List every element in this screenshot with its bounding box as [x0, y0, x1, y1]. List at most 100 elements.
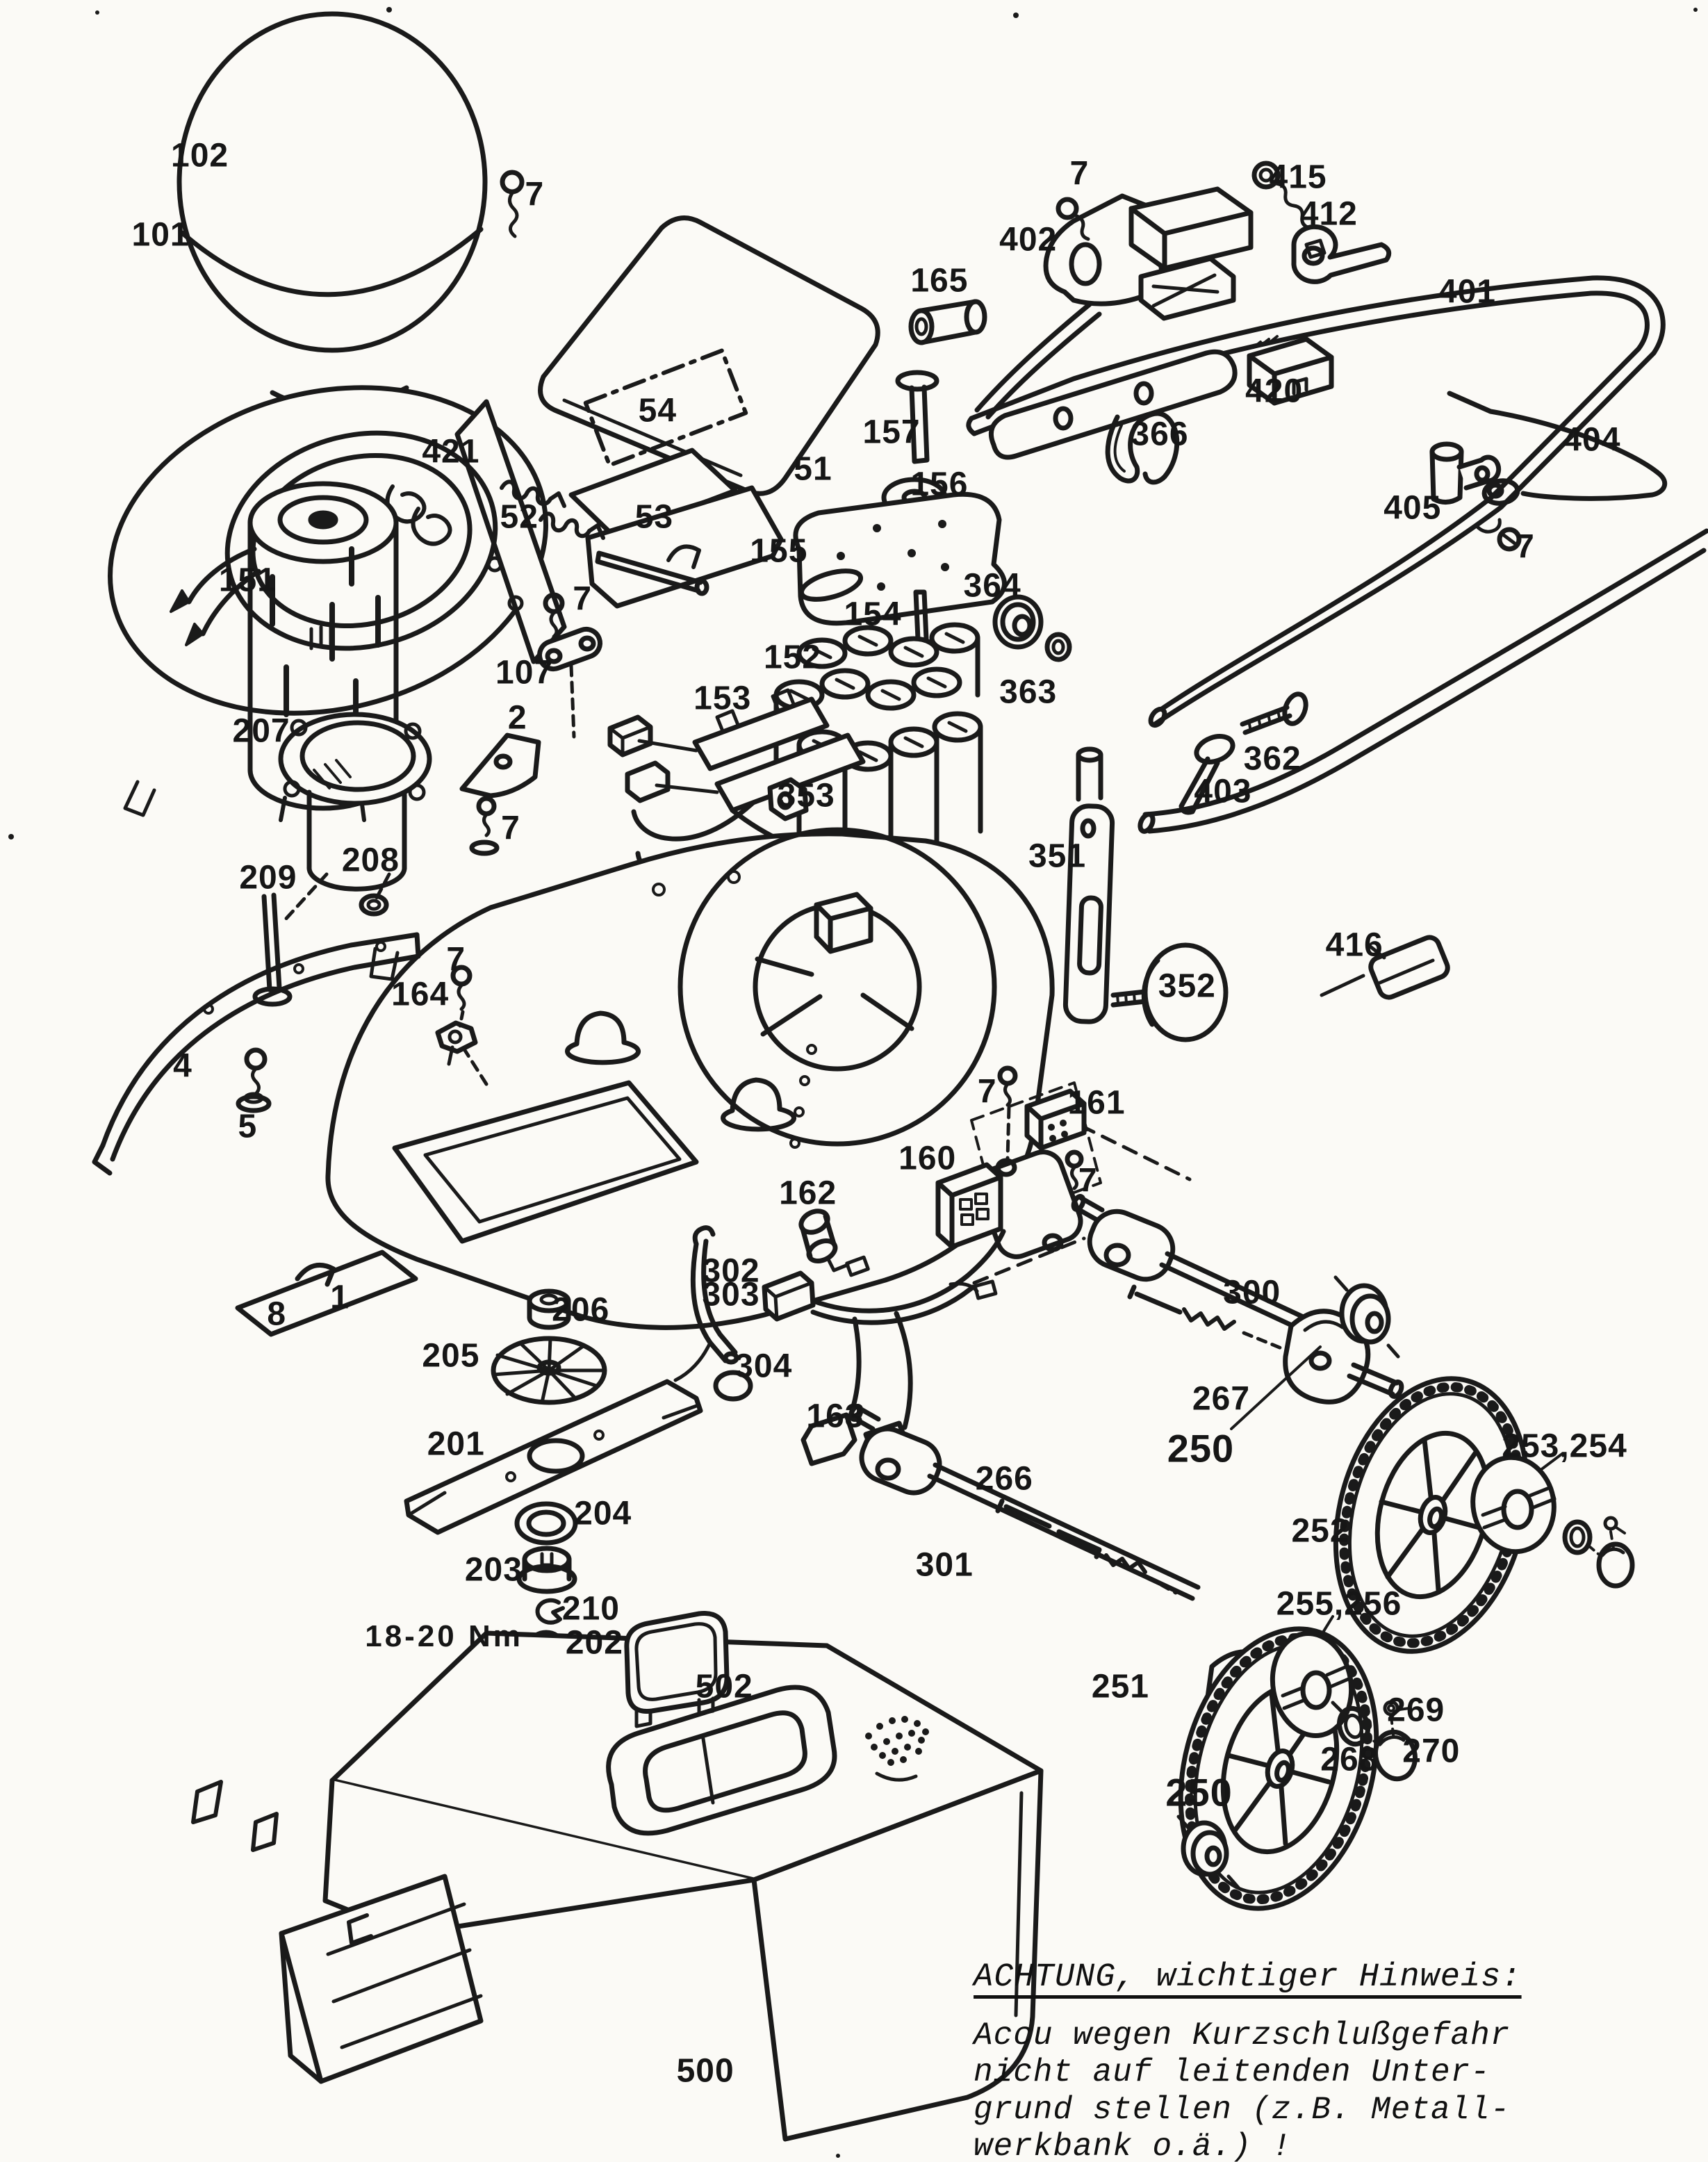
part-drawing-208-nut — [359, 893, 389, 917]
screw-7-below-161 — [1065, 1149, 1084, 1190]
screw-7-left-of-161 — [997, 1065, 1018, 1161]
part-drawing-352-knob — [1110, 942, 1229, 1042]
part-label-160: 160 — [898, 1140, 957, 1177]
part-drawing-4-strip — [92, 932, 421, 1176]
part-label-269: 269 — [1387, 1692, 1445, 1729]
part-drawing-165-tube — [908, 299, 987, 345]
part-label-7: 7 — [501, 810, 520, 846]
part-label-364: 364 — [963, 567, 1021, 605]
part-label-404: 404 — [1563, 421, 1621, 459]
part-label-366: 366 — [1131, 416, 1189, 453]
part-drawing-304-cap — [713, 1370, 753, 1402]
part-label-301: 301 — [915, 1546, 974, 1584]
part-label-208: 208 — [341, 842, 400, 879]
part-label-7: 7 — [1078, 1162, 1098, 1199]
part-drawing-403-bolt — [1179, 734, 1235, 815]
part-drawing-363-ring — [1044, 632, 1072, 662]
part-drawing-155-plate — [793, 491, 1007, 626]
part-label-412: 412 — [1299, 195, 1358, 233]
part-label-102: 102 — [171, 137, 229, 174]
part-label-153: 153 — [693, 680, 752, 717]
part-drawing-5-screw — [236, 1047, 272, 1113]
part-label-500: 500 — [676, 2052, 734, 2090]
part-drawing-250-hub-lower — [1176, 1815, 1240, 1890]
part-label-353: 353 — [777, 777, 835, 814]
part-drawing-412-lever — [1291, 224, 1392, 284]
part-drawing-206-spacer — [527, 1288, 571, 1330]
part-drawing-404-cable — [1447, 391, 1668, 506]
part-drawing-205-fan — [491, 1336, 607, 1405]
part-drawing-8-strip — [235, 1250, 418, 1337]
part-drawing-401-handlebar — [966, 275, 1666, 728]
part-drawing-420-box — [1247, 335, 1334, 406]
part-label-304: 304 — [734, 1348, 793, 1385]
part-label-403: 403 — [1194, 773, 1252, 810]
part-drawing-268-269-270 — [1331, 1700, 1418, 1782]
part-drawing-2-plate — [459, 732, 541, 799]
part-label-51: 51 — [794, 450, 832, 488]
part-label-7: 7 — [446, 941, 466, 978]
part-drawing-164-clip — [435, 1020, 478, 1066]
part-label-402: 402 — [999, 221, 1058, 259]
part-drawing-107-bracket — [537, 626, 602, 739]
part-label-405: 405 — [1383, 489, 1442, 527]
part-label-420: 420 — [1245, 372, 1304, 410]
part-label-7: 7 — [573, 580, 593, 618]
screw-7-near-2 — [469, 796, 500, 856]
part-drawing-302-rod — [673, 1225, 739, 1382]
part-drawing-362-screw — [1240, 691, 1308, 735]
part-label-352: 352 — [1158, 967, 1216, 1005]
part-label-253-254: 253,254 — [1502, 1427, 1627, 1465]
part-label-7: 7 — [1069, 155, 1090, 193]
part-drawing-351-bracket — [1062, 746, 1115, 1024]
part-drawing-209-bolt — [252, 892, 293, 1007]
part-label-201: 201 — [427, 1425, 485, 1463]
part-label-302: 302 — [702, 1252, 760, 1290]
part-drawing-handlebar-lower — [1138, 528, 1708, 834]
part-drawing-163-harness — [762, 1229, 1006, 1466]
part-label-8: 8 — [267, 1295, 287, 1333]
part-drawing-500-catcher — [191, 1630, 1044, 2142]
part-label-207: 207 — [232, 712, 290, 750]
part-label-210: 210 — [561, 1590, 620, 1628]
part-drawing-162-capacitor — [798, 1209, 870, 1277]
part-label-351: 351 — [1028, 837, 1087, 875]
part-label-203: 203 — [464, 1551, 523, 1589]
part-label-157: 157 — [862, 413, 921, 451]
part-label-154: 154 — [844, 596, 902, 633]
screw-7-near-402 — [1056, 197, 1090, 241]
part-label-162: 162 — [779, 1174, 837, 1212]
part-drawing-364-bearing — [992, 594, 1044, 650]
part-label-4: 4 — [173, 1047, 192, 1085]
part-label-101: 101 — [131, 216, 190, 254]
part-label-401: 401 — [1438, 273, 1496, 311]
part-drawing-266-pin — [995, 1498, 1178, 1595]
part-label-202: 202 — [565, 1624, 623, 1662]
part-label-156: 156 — [910, 466, 969, 503]
part-label-421: 421 — [422, 433, 480, 470]
part-drawing-250-hub-upper — [1230, 1275, 1400, 1430]
part-drawing-416-part — [1320, 935, 1450, 1000]
part-drawing-267-spring — [1127, 1284, 1283, 1350]
part-label-270: 270 — [1402, 1733, 1461, 1770]
part-label-53: 53 — [634, 498, 674, 536]
part-label-204: 204 — [574, 1495, 632, 1532]
part-label-107: 107 — [495, 654, 554, 691]
part-drawing-255-256-hubcap — [1270, 1615, 1354, 1739]
part-label-362: 362 — [1243, 740, 1301, 778]
screw-7-near-101 — [500, 170, 525, 238]
part-label-152: 152 — [763, 639, 822, 676]
part-label-163: 163 — [806, 1398, 864, 1435]
part-drawing-52-springs — [500, 480, 605, 540]
part-drawing-415-screw — [1251, 161, 1311, 230]
part-label-161: 161 — [1067, 1084, 1126, 1122]
scan-noise — [8, 7, 1698, 2158]
part-label-250: 250 — [1167, 1426, 1235, 1471]
part-label-303: 303 — [702, 1276, 760, 1313]
part-drawing-53-pin — [595, 550, 709, 596]
part-drawing-402-switch — [974, 186, 1254, 420]
part-label-7: 7 — [977, 1073, 997, 1111]
part-drawing-154-rod — [913, 589, 930, 657]
part-label-164: 164 — [391, 976, 450, 1013]
